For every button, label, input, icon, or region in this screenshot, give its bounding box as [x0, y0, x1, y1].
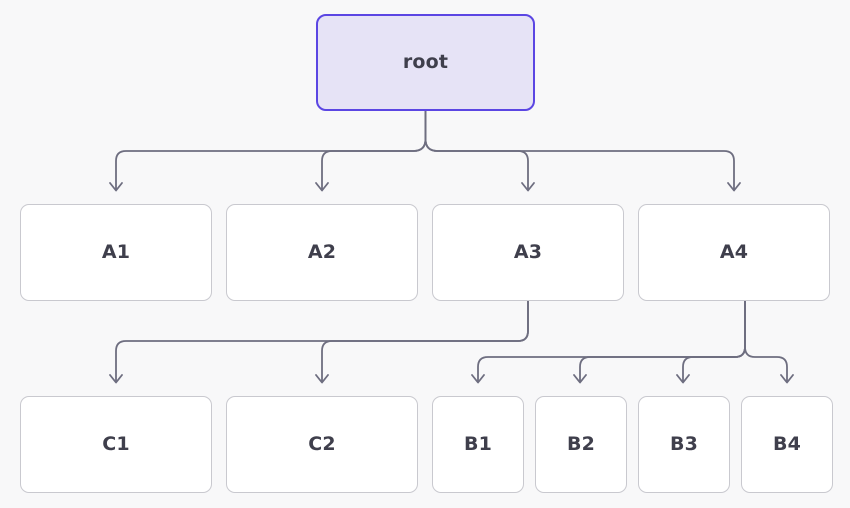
node-b3-label: B3	[669, 433, 699, 455]
edge-root-a3	[424, 110, 529, 191]
edge-a4-b2	[579, 300, 746, 383]
node-b4[interactable]: B4	[741, 396, 833, 493]
edge-group-a4-to-b	[471, 300, 794, 384]
node-b1-label: B1	[463, 433, 493, 455]
node-a2[interactable]: A2	[226, 204, 418, 301]
arrowhead-b4	[780, 374, 794, 384]
node-root-label: root	[402, 51, 449, 73]
edge-group-root-to-a	[109, 110, 741, 192]
arrowhead-a2	[315, 182, 329, 192]
arrowhead-a4	[727, 182, 741, 192]
node-a3[interactable]: A3	[432, 204, 624, 301]
arrowhead-a1	[109, 182, 123, 192]
node-a4-label: A4	[719, 241, 749, 263]
node-c2[interactable]: C2	[226, 396, 418, 493]
arrowhead-b1	[471, 374, 485, 384]
node-b4-label: B4	[772, 433, 802, 455]
node-a1-label: A1	[101, 241, 131, 263]
node-c2-label: C2	[308, 433, 336, 455]
node-c1-label: C1	[102, 433, 130, 455]
node-b1[interactable]: B1	[432, 396, 524, 493]
node-root[interactable]: root	[316, 14, 535, 111]
edge-root-a2	[321, 110, 427, 191]
edge-root-a4	[424, 110, 735, 191]
node-a1[interactable]: A1	[20, 204, 212, 301]
arrowhead-a3	[521, 182, 535, 192]
node-a4[interactable]: A4	[638, 204, 830, 301]
edge-a4-b3	[682, 300, 746, 383]
edge-a4-b4	[744, 300, 788, 383]
node-b2[interactable]: B2	[535, 396, 627, 493]
node-a2-label: A2	[307, 241, 337, 263]
node-b3[interactable]: B3	[638, 396, 730, 493]
node-c1[interactable]: C1	[20, 396, 212, 493]
edge-group-a3-to-c	[109, 300, 529, 384]
edge-a3-c1	[115, 300, 529, 383]
edge-a3-c2	[321, 300, 529, 383]
arrowhead-c2	[315, 374, 329, 384]
edge-root-a1	[115, 110, 427, 191]
arrowhead-c1	[109, 374, 123, 384]
arrowhead-b2	[573, 374, 587, 384]
arrowhead-b3	[676, 374, 690, 384]
edge-a4-b1	[477, 300, 746, 383]
node-b2-label: B2	[566, 433, 596, 455]
node-a3-label: A3	[513, 241, 543, 263]
